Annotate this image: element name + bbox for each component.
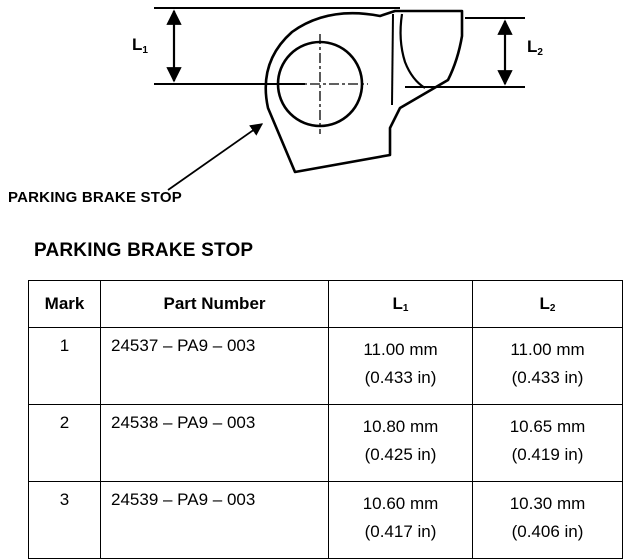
cell-l1: 10.80 mm(0.425 in) [328, 404, 473, 482]
table-row: 2 24538 – PA9 – 003 10.80 mm(0.425 in) 1… [28, 404, 623, 482]
label-l2: L2 [527, 37, 543, 58]
parking-brake-stop-diagram: L1 L2 [132, 7, 543, 191]
table-row: 1 24537 – PA9 – 003 11.00 mm(0.433 in) 1… [28, 327, 623, 405]
cell-part-number: 24539 – PA9 – 003 [100, 481, 329, 559]
table-header-row: Mark Part Number L1 L2 [28, 280, 623, 328]
label-l1: L1 [132, 35, 148, 56]
cell-l2: 10.65 mm(0.419 in) [472, 404, 623, 482]
table-title: PARKING BRAKE STOP [34, 240, 254, 261]
cell-l2: 10.30 mm(0.406 in) [472, 481, 623, 559]
header-mark: Mark [28, 280, 101, 328]
cell-mark: 2 [28, 404, 101, 482]
diagram-callout-label: PARKING BRAKE STOP [8, 189, 182, 206]
header-l2: L2 [472, 280, 623, 328]
cell-part-number: 24537 – PA9 – 003 [100, 327, 329, 405]
callout-leader-arrow [167, 123, 264, 191]
part-outline [264, 9, 464, 174]
cell-mark: 1 [28, 327, 101, 405]
parking-brake-stop-table: Mark Part Number L1 L2 1 24537 – PA9 – 0… [28, 280, 623, 559]
header-part-number: Part Number [100, 280, 329, 328]
cell-part-number: 24538 – PA9 – 003 [100, 404, 329, 482]
header-l1: L1 [328, 280, 473, 328]
tab-inner-curve [399, 13, 426, 89]
cell-l1: 11.00 mm(0.433 in) [328, 327, 473, 405]
tab-edge-line [391, 13, 394, 106]
cell-mark: 3 [28, 481, 101, 559]
cell-l1: 10.60 mm(0.417 in) [328, 481, 473, 559]
table-row: 3 24539 – PA9 – 003 10.60 mm(0.417 in) 1… [28, 481, 623, 559]
cell-l2: 11.00 mm(0.433 in) [472, 327, 623, 405]
